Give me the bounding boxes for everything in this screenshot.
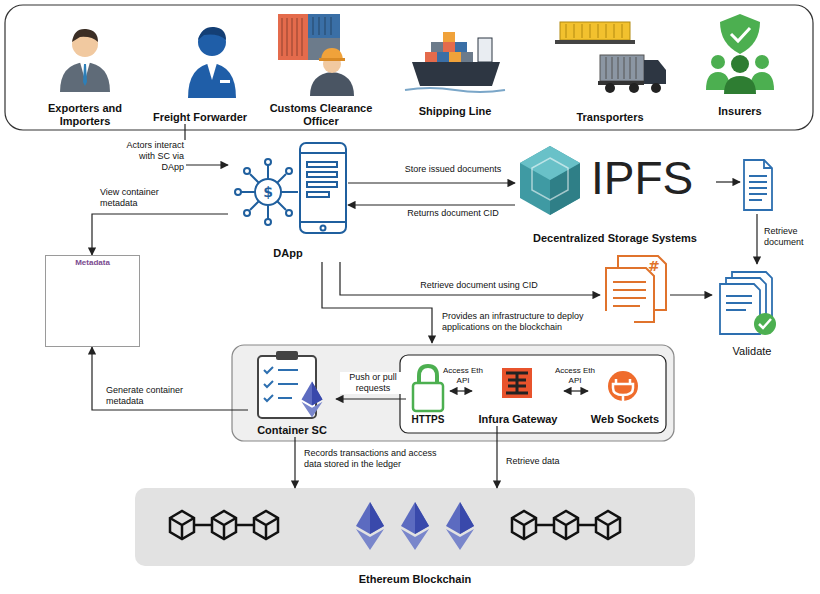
node-title: DApp	[273, 247, 302, 260]
node-title: Metadata	[75, 258, 110, 268]
connector	[294, 437, 295, 488]
svg-text:#: #	[648, 258, 660, 274]
connector	[185, 124, 228, 165]
node-title: Freight Forwarder	[153, 111, 247, 124]
node-title: Container SC	[257, 424, 327, 437]
node-title: Web Sockets	[591, 413, 659, 426]
connector	[348, 182, 515, 183]
storage-node: IPFS Decentralized Storage Systems	[515, 145, 715, 245]
node-subtitle: Decentralized Storage Systems	[533, 232, 697, 245]
node-title: Customs Clearance Officer	[265, 102, 377, 128]
contract-node: Container SC	[248, 349, 336, 437]
node-title: Insurers	[718, 105, 761, 118]
actor-label: Insurers	[695, 98, 785, 118]
node-title: IPFS	[591, 155, 693, 201]
flow-label: Retrieve document using CID	[392, 280, 566, 291]
dapp-node: DApp	[228, 140, 348, 260]
node-title: Exporters and Importers	[38, 102, 132, 128]
actor-label: Transporters	[560, 104, 660, 124]
connector	[92, 214, 228, 255]
edge-label: Actors interact with SC via DApp	[120, 140, 186, 172]
edge-label: View container metadata	[98, 187, 176, 209]
connector	[450, 390, 472, 391]
edge-label: Push or pull requests	[340, 372, 406, 394]
node-title: Validate	[733, 345, 772, 358]
node-title: Infura Gateway	[479, 413, 558, 426]
connector	[92, 347, 248, 410]
edge-label: Retrieve data	[504, 456, 578, 467]
flow-label: Retrieve document	[762, 226, 820, 248]
blockchain-band: Ethereum Blockchain	[135, 488, 695, 586]
connector	[496, 426, 497, 488]
edge-label: Access Eth API	[552, 366, 598, 385]
node-title: Transporters	[576, 111, 643, 124]
connector	[348, 204, 515, 205]
edge-label: Returns document CID	[396, 208, 510, 219]
actor-label: Exporters and Importers	[38, 96, 132, 128]
validate-node: Validate	[712, 266, 792, 358]
actor-label: Freight Forwarder	[150, 104, 250, 124]
connector	[564, 390, 588, 391]
edge-label: Generate container metadata	[104, 385, 208, 407]
node-title: HTTPS	[412, 414, 445, 426]
actor-label: Shipping Line	[405, 98, 505, 118]
gateway-node: Infura Gateway	[472, 364, 564, 426]
edge-label: Store issued documents	[396, 164, 510, 175]
node-title: Shipping Line	[419, 105, 492, 118]
connector	[336, 398, 406, 399]
metadata-box: Metadata	[45, 255, 140, 347]
edge-label: Records transactions and access data sto…	[302, 448, 456, 470]
flow-label: Provides an infrastructure to deploy app…	[440, 311, 634, 333]
svg-text:$: $	[263, 184, 273, 200]
edge-label: Access Eth API	[440, 366, 486, 385]
websocket-node: Web Sockets	[588, 366, 662, 426]
node-title: Ethereum Blockchain	[359, 573, 471, 586]
actor-label: Customs Clearance Officer	[265, 96, 377, 128]
